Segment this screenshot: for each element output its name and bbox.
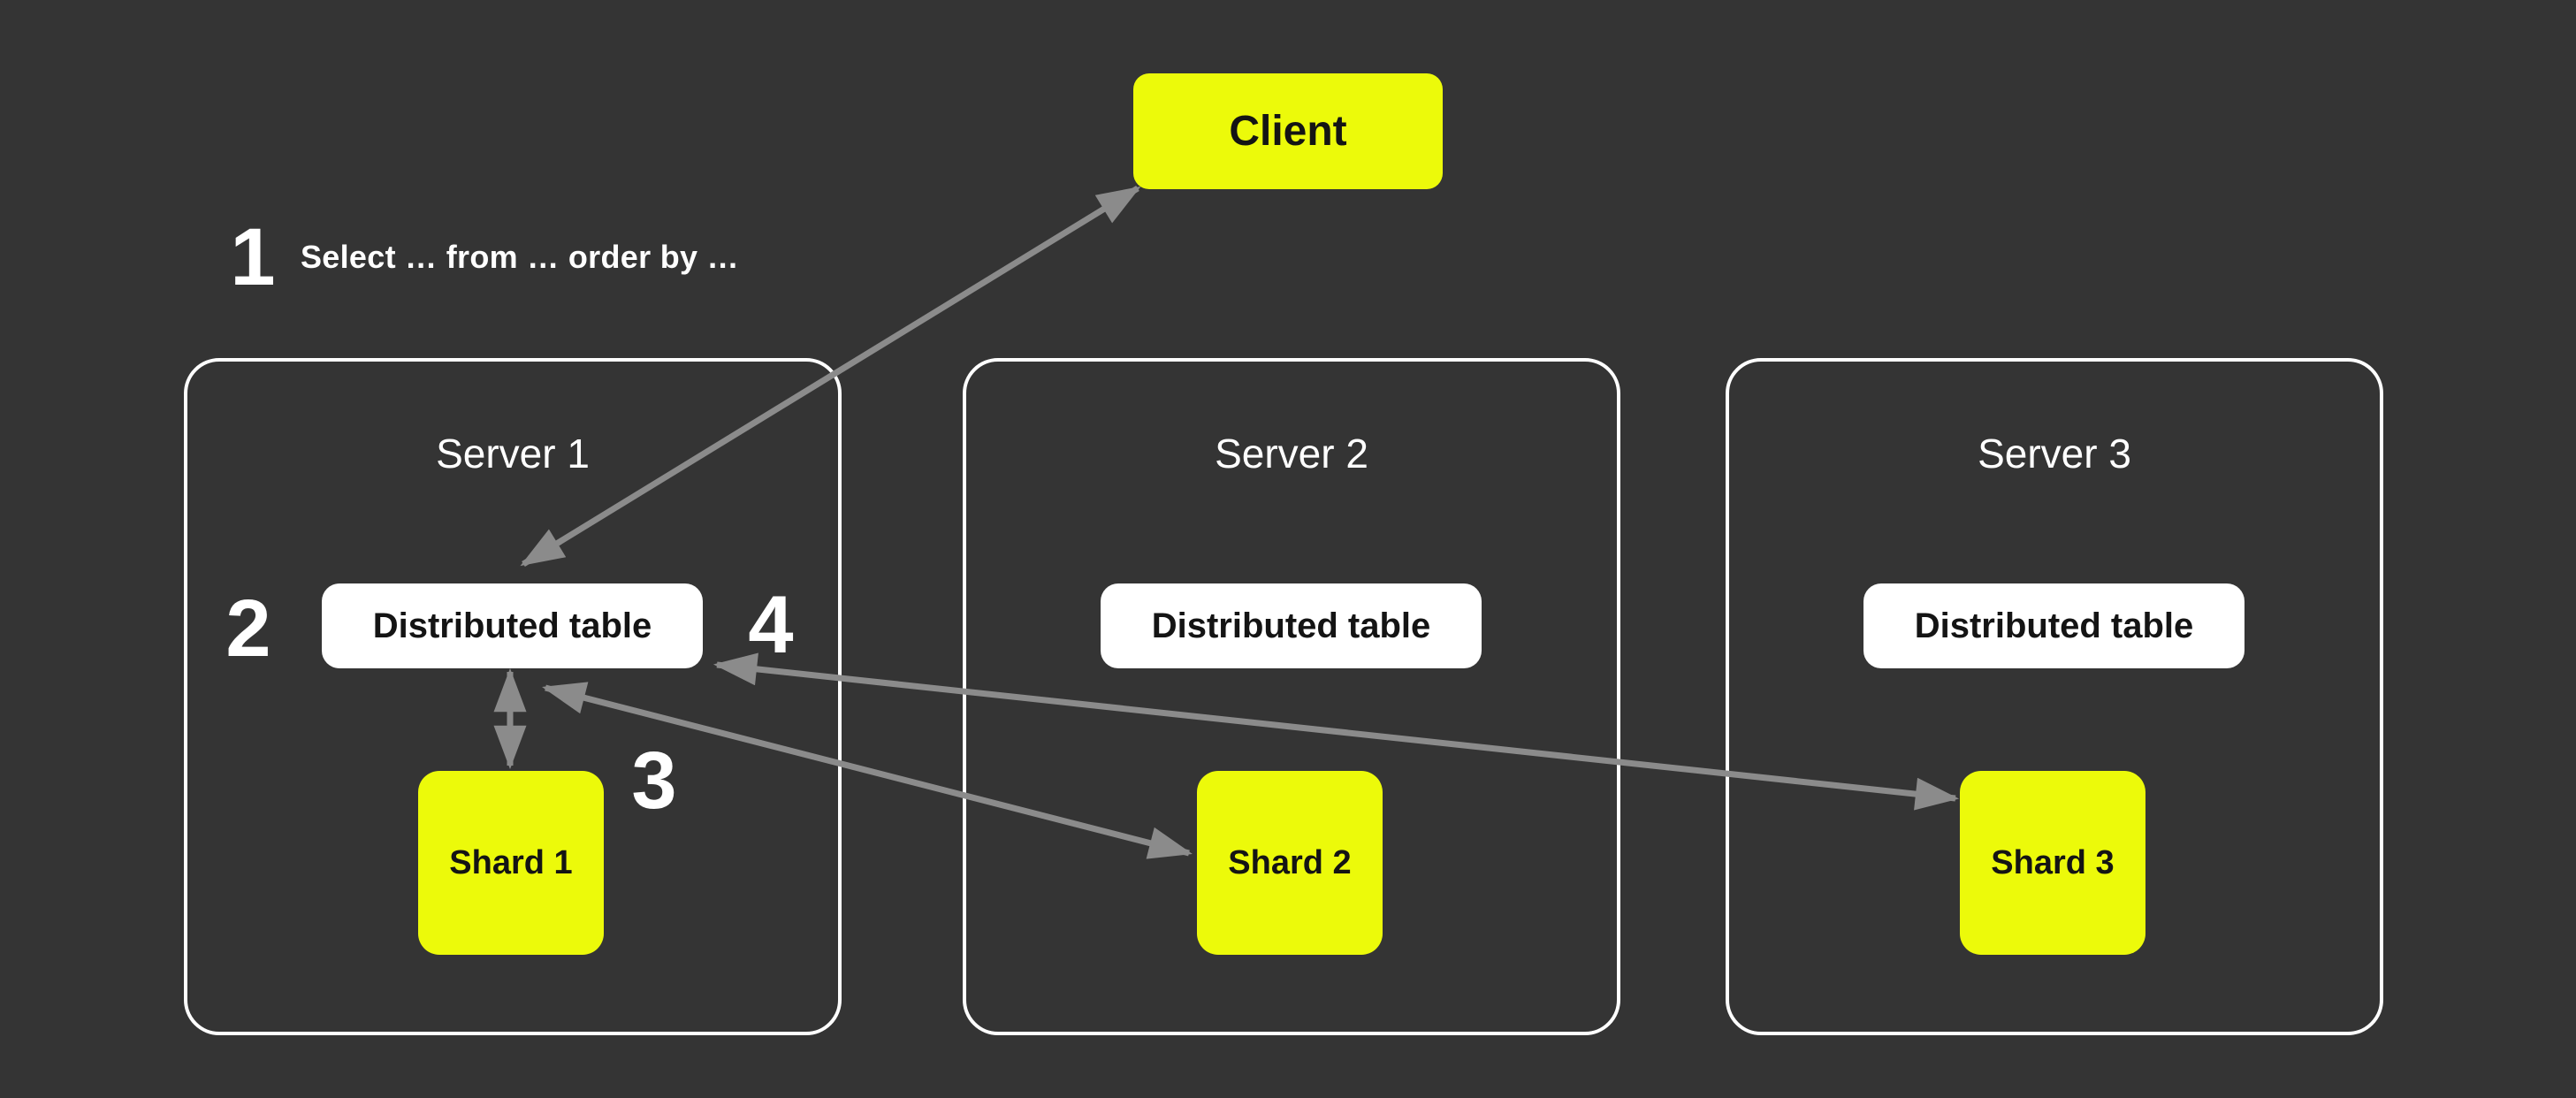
step-2-number: 2 [225, 583, 271, 674]
server-1-distributed-table-node: Distributed table [322, 583, 703, 668]
client-node: Client [1133, 73, 1443, 189]
server-3-title: Server 3 [1978, 431, 2131, 477]
server-3-shard-node: Shard 3 [1960, 771, 2145, 955]
server-2-distributed-table-node: Distributed table [1101, 583, 1482, 668]
step-1-number: 1 [230, 211, 276, 302]
server-3-distributed-table-node: Distributed table [1863, 583, 2244, 668]
server-3-panel: Server 3 Distributed table Shard 3 [1726, 358, 2383, 1035]
server-2-panel: Server 2 Distributed table Shard 2 [963, 358, 1620, 1035]
server-1-title: Server 1 [436, 431, 590, 477]
server-2-title: Server 2 [1215, 431, 1368, 477]
server-2-shard-node: Shard 2 [1197, 771, 1383, 955]
server-1-shard-node: Shard 1 [418, 771, 604, 955]
server-1-panel: Server 1 Distributed table Shard 1 [184, 358, 842, 1035]
step-1-query-text: Select … from … order by … [301, 239, 739, 275]
